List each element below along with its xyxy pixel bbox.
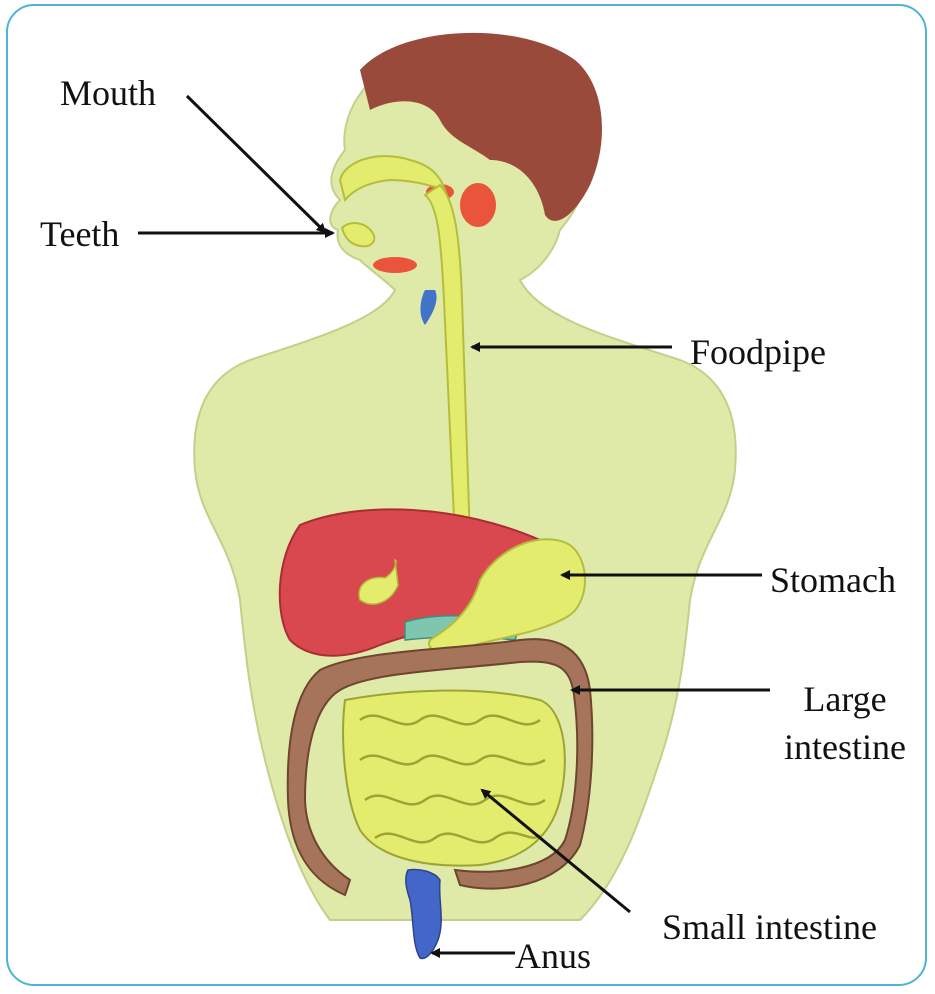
label-teeth: Teeth <box>40 215 119 253</box>
label-large-intestine-1: Large <box>770 680 920 718</box>
mouth-pointer <box>187 96 325 232</box>
salivary-gland <box>460 183 496 227</box>
label-small-intestine: Small intestine <box>662 908 877 946</box>
salivary-gland <box>373 257 417 273</box>
label-stomach: Stomach <box>770 561 896 599</box>
label-large-intestine-2: intestine <box>770 728 920 766</box>
label-mouth: Mouth <box>60 74 156 112</box>
label-foodpipe: Foodpipe <box>690 333 826 371</box>
label-anus: Anus <box>515 937 591 975</box>
